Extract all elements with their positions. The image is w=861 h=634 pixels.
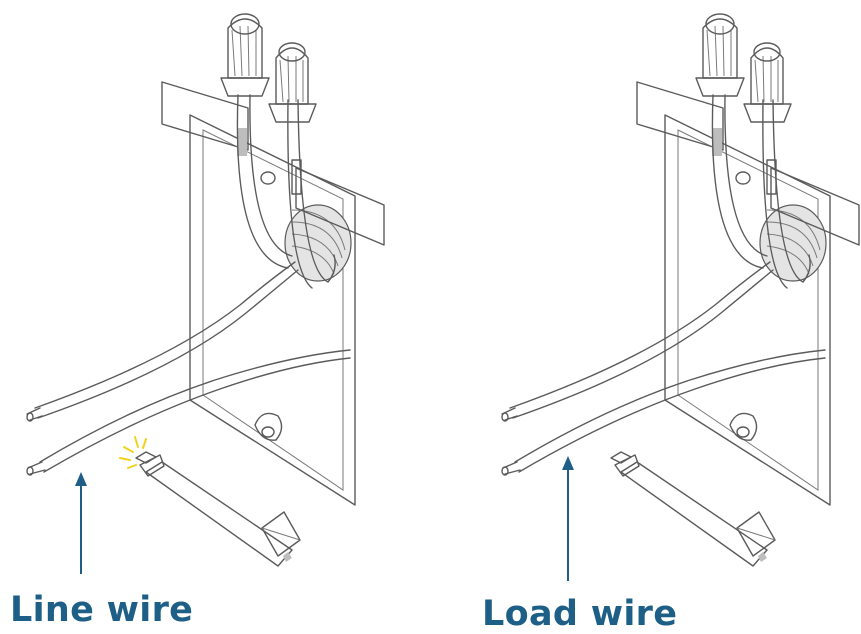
arrow-icon — [562, 456, 574, 581]
line-wire-label: Line wire — [10, 590, 194, 630]
tester-spark-icon — [119, 436, 147, 469]
electrical-box-illustration — [501, 13, 860, 567]
load-wire-label: Load wire — [482, 594, 678, 634]
left-panel-scene — [26, 13, 385, 574]
arrow-icon — [75, 472, 87, 574]
right-panel-scene — [501, 13, 860, 581]
